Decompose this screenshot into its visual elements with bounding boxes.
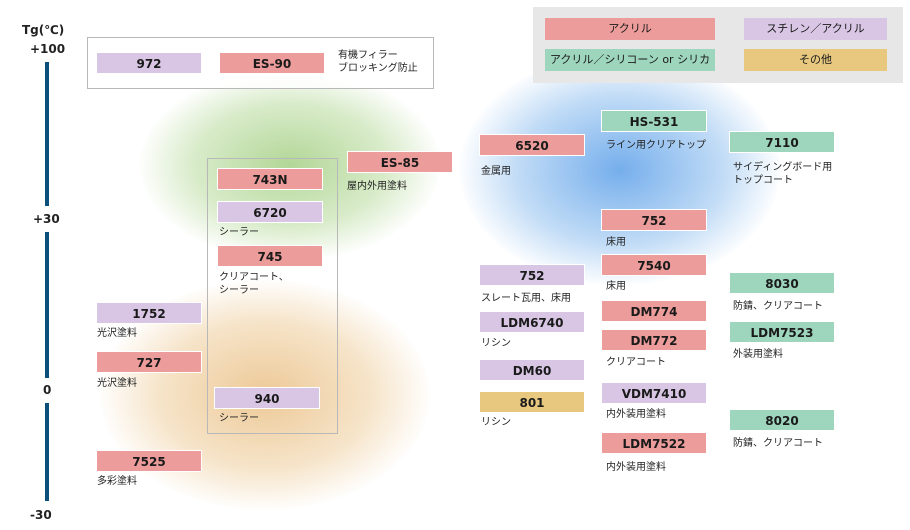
product-752-slate: 752 <box>479 264 585 286</box>
product-6520: 6520 <box>479 134 585 156</box>
product-ldm7522: LDM7522 <box>601 432 707 454</box>
product-8020: 8020 <box>729 409 835 431</box>
product-7525-note: 多彩塗料 <box>97 476 137 487</box>
product-dm774: DM774 <box>601 300 707 322</box>
product-hs-531-note: ライン用クリアトップ <box>606 140 706 151</box>
legend-other: その他 <box>744 49 887 71</box>
product-ldm6740-note: リシン <box>481 338 511 349</box>
product-727-note: 光沢塗料 <box>97 378 137 389</box>
product-752-slate-note: スレート瓦用、床用 <box>481 293 571 304</box>
tick-plus-100: +100 <box>30 42 66 56</box>
legend-acrylic-silicone: アクリル／シリコーン or シリカ <box>545 49 715 71</box>
product-vdm7410-note: 内外装用塗料 <box>606 409 666 420</box>
tick-zero: 0 <box>43 383 52 397</box>
product-940: 940 <box>214 387 320 409</box>
product-7110-note: サイディングボード用 トップコート <box>733 162 833 186</box>
product-hs-531: HS-531 <box>601 110 707 132</box>
middle-group-frame <box>207 158 338 434</box>
product-7525: 7525 <box>96 450 202 472</box>
product-7110: 7110 <box>729 131 835 153</box>
product-dm60: DM60 <box>479 359 585 381</box>
product-940-note: シーラー <box>219 413 259 424</box>
product-801: 801 <box>479 391 585 413</box>
legend-acrylic: アクリル <box>545 18 715 40</box>
product-727: 727 <box>96 351 202 373</box>
product-801-note: リシン <box>481 417 511 428</box>
axis-segment <box>45 403 49 501</box>
product-dm772-note: クリアコート <box>606 357 666 368</box>
product-dm772: DM772 <box>601 329 707 351</box>
product-8030: 8030 <box>729 272 835 294</box>
product-6720: 6720 <box>217 201 323 223</box>
top-group-frame <box>87 37 434 89</box>
tick-minus-30: -30 <box>30 508 52 522</box>
product-es-85-note: 屋内外用塗料 <box>347 181 407 192</box>
tick-plus-30: +30 <box>33 212 60 226</box>
product-6720-note: シーラー <box>219 227 259 238</box>
product-7540: 7540 <box>601 254 707 276</box>
top-group-note: 有機フィラー ブロッキング防止 <box>338 50 418 74</box>
product-1752: 1752 <box>96 302 202 324</box>
product-752-floor: 752 <box>601 209 707 231</box>
product-8020-note: 防錆、クリアコート <box>733 438 823 449</box>
product-745-note: クリアコート、 シーラー <box>219 272 289 296</box>
product-ldm6740: LDM6740 <box>479 311 585 333</box>
product-752-floor-note: 床用 <box>606 237 626 248</box>
product-es-90: ES-90 <box>219 52 325 74</box>
product-972: 972 <box>96 52 202 74</box>
product-7540-note: 床用 <box>606 281 626 292</box>
axis-title: Tg(℃) <box>22 23 65 37</box>
product-ldm7523-note: 外装用塗料 <box>733 349 783 360</box>
legend: アクリル スチレン／アクリル アクリル／シリコーン or シリカ その他 <box>533 7 903 83</box>
product-743n: 743N <box>217 168 323 190</box>
axis-segment <box>45 62 49 206</box>
product-ldm7522-note: 内外装用塗料 <box>606 462 666 473</box>
product-1752-note: 光沢塗料 <box>97 328 137 339</box>
legend-styrene-acrylic: スチレン／アクリル <box>744 18 887 40</box>
product-6520-note: 金属用 <box>481 166 511 177</box>
region-blue <box>460 55 780 285</box>
product-ldm7523: LDM7523 <box>729 321 835 343</box>
product-es-85: ES-85 <box>347 151 453 173</box>
axis-segment <box>45 232 49 378</box>
product-8030-note: 防錆、クリアコート <box>733 301 823 312</box>
product-745: 745 <box>217 245 323 267</box>
product-vdm7410: VDM7410 <box>601 382 707 404</box>
